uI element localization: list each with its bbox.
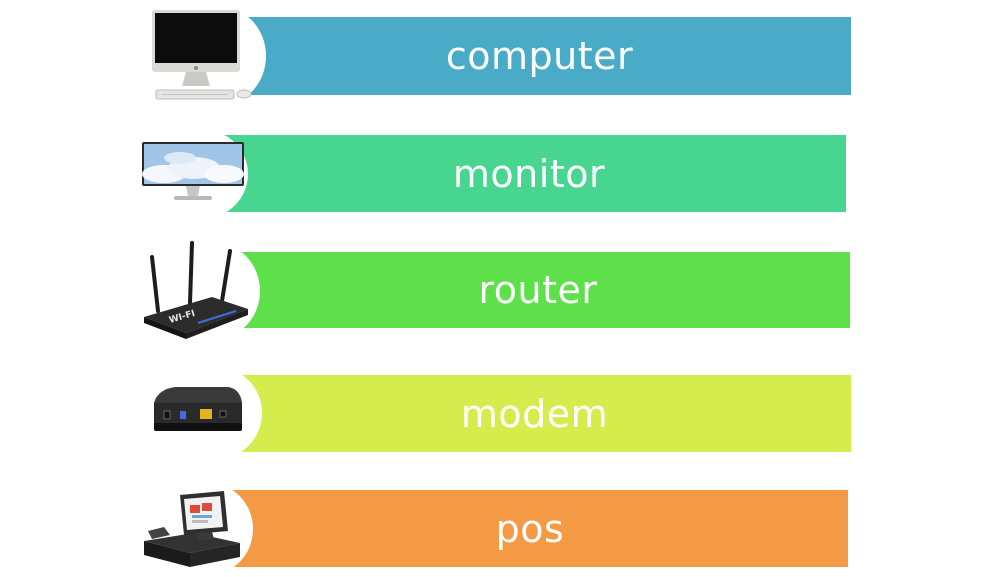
bar-pos: pos	[212, 490, 848, 567]
label-monitor: monitor	[452, 151, 606, 196]
computer-icon	[148, 8, 256, 104]
label-computer: computer	[445, 34, 634, 78]
pos-terminal-icon	[140, 487, 244, 571]
bar-computer: computer	[228, 17, 851, 95]
router-icon: WI-FI	[140, 237, 252, 341]
row-monitor: monitor	[0, 110, 986, 225]
row-router: router WI-FI	[0, 225, 986, 345]
label-modem: modem	[460, 391, 609, 436]
label-pos: pos	[495, 506, 565, 551]
bar-monitor: monitor	[212, 135, 846, 212]
row-computer: computer	[0, 0, 986, 110]
bar-router: router	[226, 252, 850, 328]
label-router: router	[478, 268, 598, 312]
monitor-icon	[140, 140, 248, 206]
modem-icon	[148, 383, 246, 439]
bar-modem: modem	[218, 375, 851, 452]
row-pos: pos	[0, 465, 986, 577]
row-modem: modem	[0, 345, 986, 465]
